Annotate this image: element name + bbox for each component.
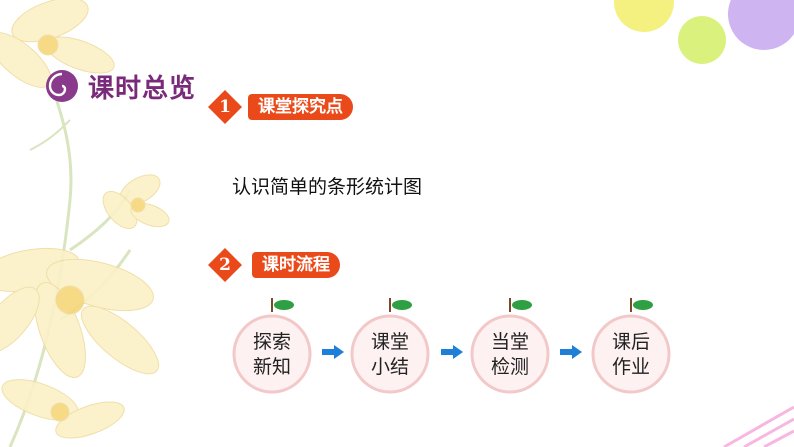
diamond-badge [208,90,242,124]
flow-step-label: 课后 作业 [591,330,671,380]
spiral-icon [46,70,78,102]
flow-step-label: 探索 新知 [232,330,312,380]
flow-step-test[interactable]: 当堂 检测 [470,296,562,400]
peach-icon [232,298,312,394]
diamond-badge [208,248,242,282]
flow-step-line1: 课后 [611,331,650,353]
flow-step-line2: 作业 [611,356,650,378]
arrow-right-icon [441,345,463,359]
arrow-right-icon [560,345,582,359]
section-title: 课时流程 [252,252,340,278]
section-number: 2 [219,255,231,275]
flow-step-line1: 探索 [252,331,291,353]
flow-step-label: 当堂 检测 [470,330,550,380]
peach-icon [470,298,550,394]
peach-icon [591,298,671,394]
flow-step-summary[interactable]: 课堂 小结 [350,296,442,400]
peach-icon [350,298,430,394]
flow-step-explore[interactable]: 探索 新知 [232,296,324,400]
flow-step-line2: 新知 [252,356,291,378]
circle-decoration [614,0,794,64]
stripe-decoration [723,405,794,447]
section-title: 课堂探究点 [248,94,353,120]
topic-text: 认识简单的条形统计图 [232,176,423,198]
arrow-right-icon [322,345,344,359]
flow-step-line2: 小结 [370,356,409,378]
flow-step-line2: 检测 [490,356,529,378]
flower-decoration [0,0,170,447]
section-number: 1 [219,97,231,117]
flow-step-label: 课堂 小结 [350,330,430,380]
flow-step-line1: 课堂 [370,331,409,353]
flow-step-homework[interactable]: 课后 作业 [591,296,683,400]
page-title: 课时总览 [88,74,197,104]
flow-step-line1: 当堂 [490,331,529,353]
